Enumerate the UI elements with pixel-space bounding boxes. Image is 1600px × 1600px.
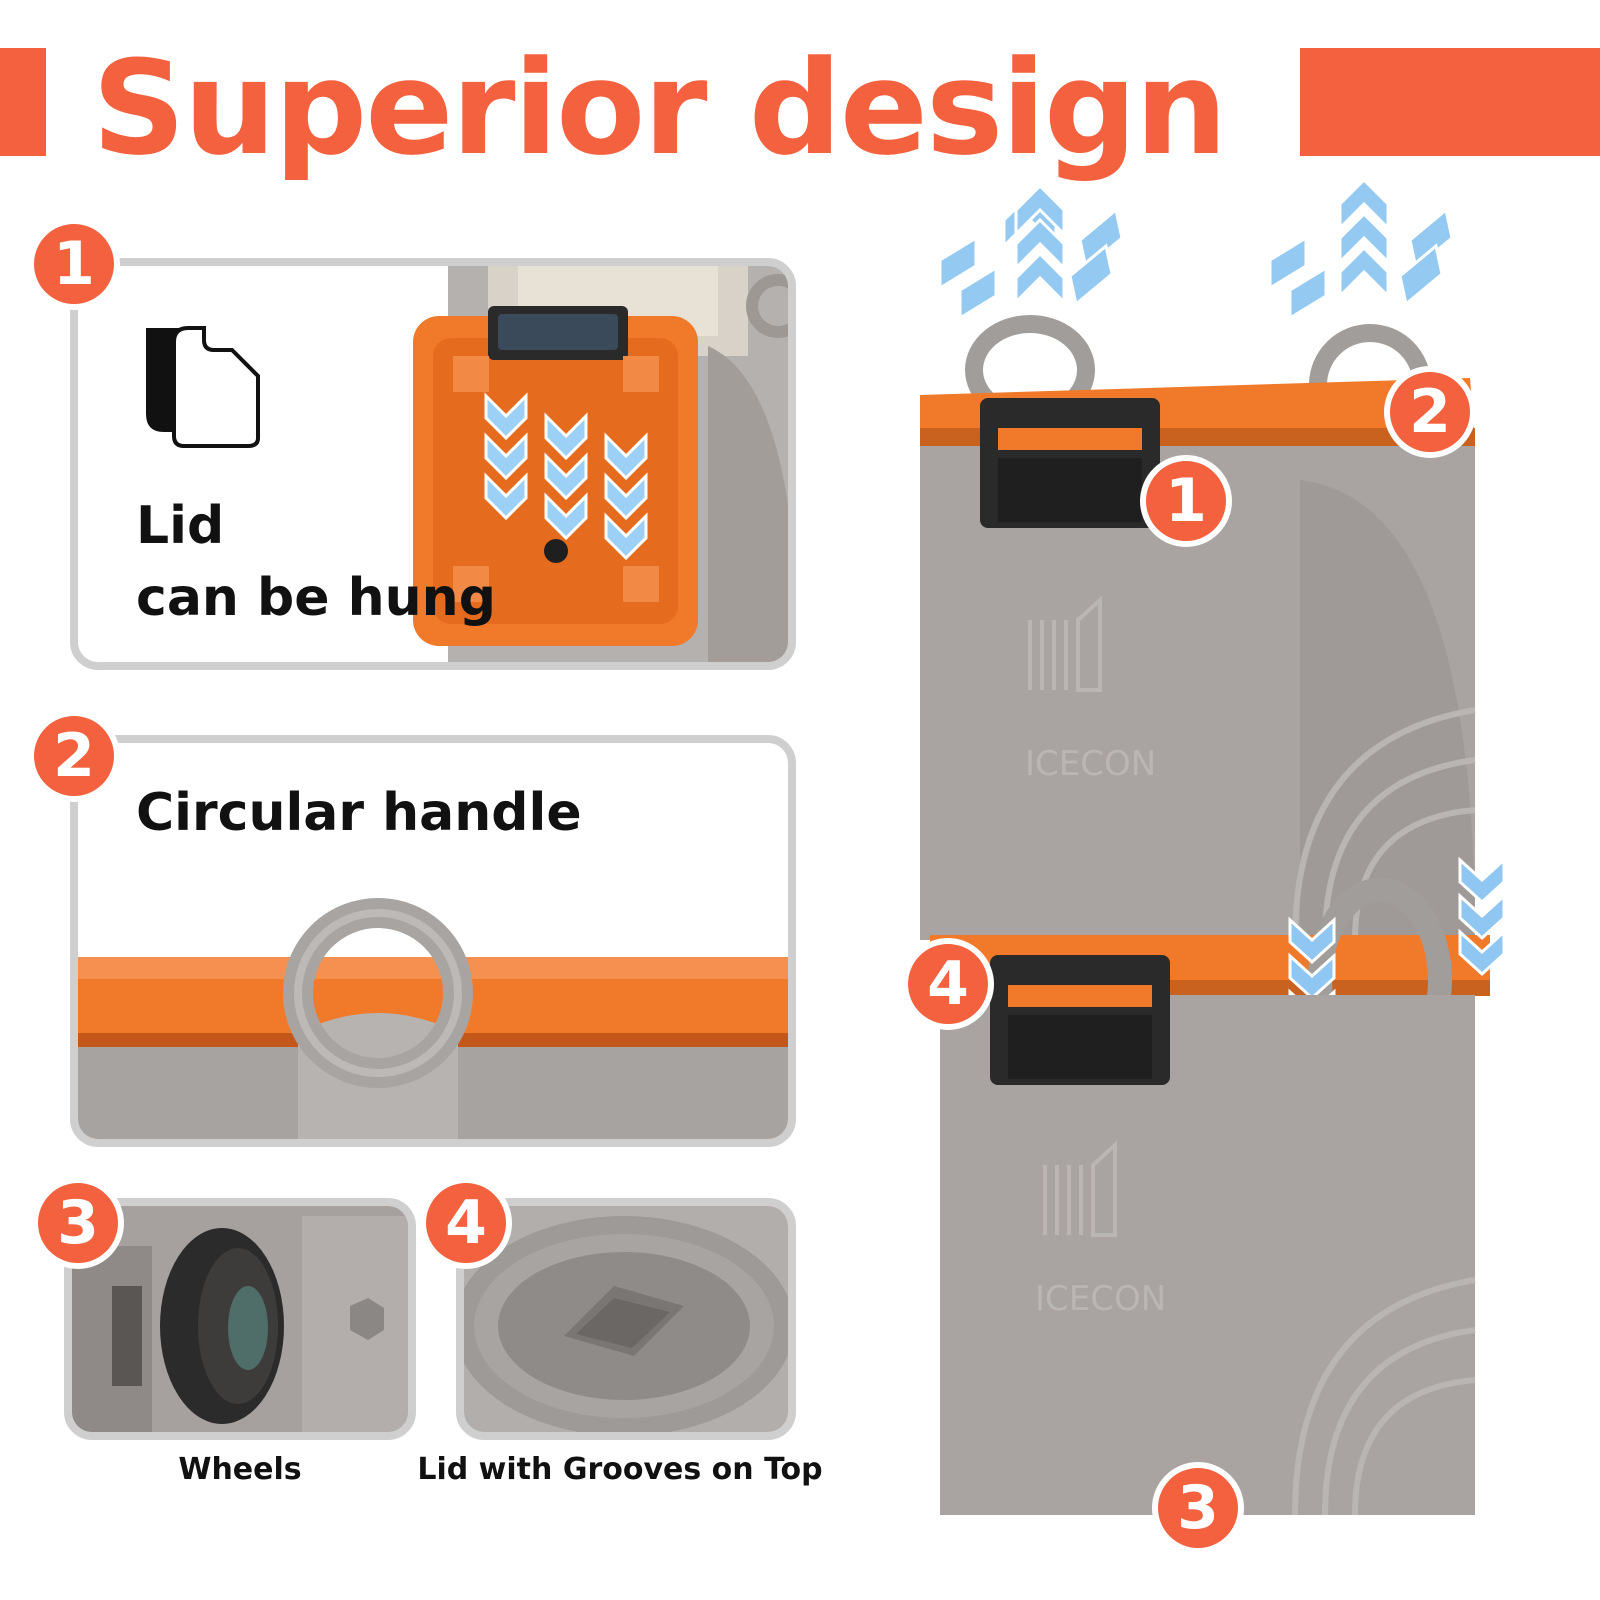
- stacked-container-illustration: ICECON ICECON: [920, 180, 1506, 1516]
- feature-handle-panel: Circular handle: [70, 735, 796, 1147]
- feature-badge-4: 4: [420, 1177, 512, 1269]
- lid-hung-illustration: [413, 266, 788, 662]
- circular-handle-illustration: [78, 898, 788, 1139]
- feature-wheels-caption: Wheels: [178, 1452, 302, 1487]
- brand-logo-bottom: [1043, 1140, 1117, 1237]
- product-callout-1: 1: [1140, 455, 1232, 547]
- feature-handle-label: Circular handle: [136, 783, 582, 843]
- feature-grooves-caption: Lid with Grooves on Top: [417, 1452, 823, 1487]
- feature-badge-1: 1: [28, 218, 120, 310]
- feature-lid-line-2: can be hung: [136, 568, 496, 628]
- feature-lid-panel: Lid can be hung: [70, 258, 796, 670]
- brand-label-bottom: ICECON: [1035, 1279, 1166, 1319]
- feature-badge-2: 2: [28, 710, 120, 802]
- top-arrows: [938, 180, 1454, 321]
- feature-wheels-panel: [64, 1198, 416, 1440]
- title-left-bar: [0, 48, 46, 156]
- page-title: Superior design: [92, 32, 1228, 184]
- lid-icon: [146, 326, 260, 448]
- groove-illustration: [464, 1206, 788, 1432]
- feature-lid-line-1: Lid: [136, 496, 225, 556]
- feature-grooves-panel: [456, 1198, 796, 1440]
- lid-arrows: [484, 392, 648, 561]
- brand-label-top: ICECON: [1025, 744, 1156, 784]
- title-right-bar: [1300, 48, 1600, 156]
- brand-logo-top: [1028, 595, 1102, 692]
- wheel-illustration: [72, 1206, 408, 1432]
- feature-badge-3: 3: [32, 1177, 124, 1269]
- product-callout-2: 2: [1384, 366, 1476, 458]
- product-callout-4: 4: [902, 938, 994, 1030]
- product-callout-3: 3: [1152, 1462, 1244, 1554]
